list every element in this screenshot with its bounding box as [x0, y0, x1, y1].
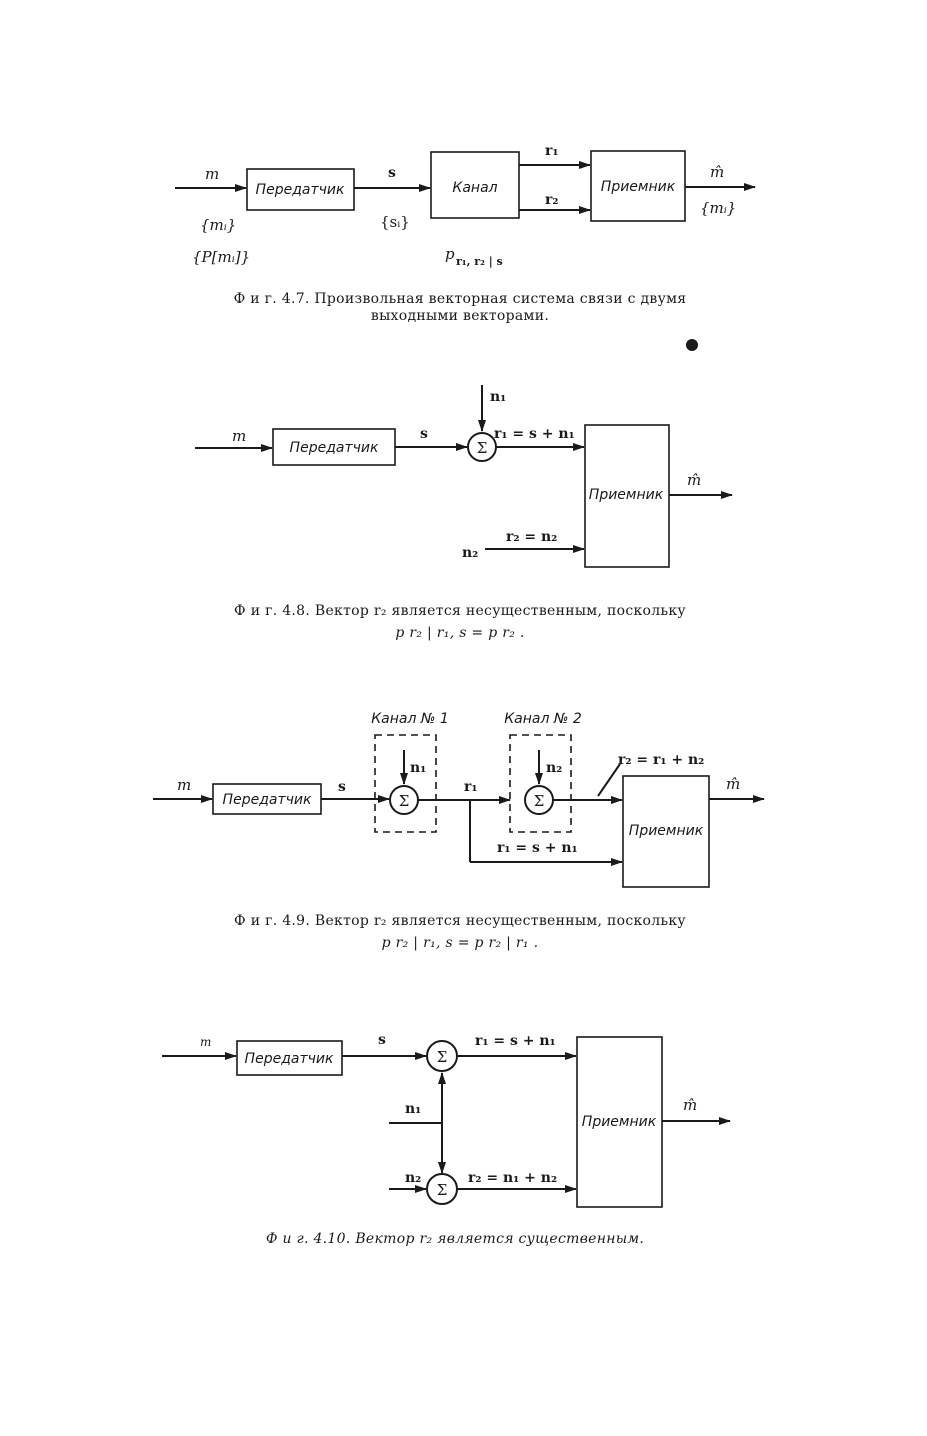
receiver-label: Приемник [629, 823, 704, 839]
channel-label: Канал [452, 180, 497, 196]
label-m: m [177, 776, 191, 794]
caption-4-8-line2: p r₂ | r₁, s = p r₂ . [395, 625, 524, 641]
caption-4-8: Ф и г. 4.8. Вектор r₂ является несуществ… [234, 603, 686, 619]
label-m: m [232, 427, 246, 445]
label-mi-set: {mᵢ} [200, 216, 236, 234]
label-r2-eq: r₂ = n₁ + n₂ [468, 1170, 557, 1186]
label-si-set: {sᵢ} [380, 213, 410, 231]
label-mhat: m̂ [687, 471, 701, 489]
label-n1: n₁ [410, 760, 426, 776]
label-n1: n₁ [490, 389, 506, 405]
figure-4-8: m Передатчик s Σ n₁ r₁ = s + n₁ Приемник… [195, 385, 733, 641]
label-r2: r₂ [545, 192, 559, 208]
caption-4-9: Ф и г. 4.9. Вектор r₂ является несуществ… [234, 913, 686, 929]
label-n2: n₂ [462, 545, 478, 561]
caption-4-9-line2: p r₂ | r₁, s = p r₂ | r₁ . [382, 935, 539, 951]
figure-4-9: Канал № 1 Канал № 2 m Передатчик s Σ n₁ … [153, 711, 765, 951]
label-p-cond: p [445, 245, 455, 263]
label-mi-out: {mᵢ} [700, 199, 736, 217]
label-pmi-set: {P[mᵢ]} [192, 248, 250, 266]
label-m: m [200, 1035, 211, 1049]
label-r1-eq: r₁ = s + n₁ [497, 840, 578, 856]
label-s: s [388, 165, 396, 181]
label-mhat: m̂ [726, 775, 740, 793]
caption-4-10: Ф и г. 4.10. Вектор r₂ является существе… [266, 1231, 644, 1247]
transmitter-label: Передатчик [256, 182, 345, 198]
receiver-box [622, 775, 710, 888]
transmitter-box [246, 168, 355, 211]
r2-leader-line [597, 763, 621, 797]
channel-box [430, 151, 520, 219]
label-n2: n₂ [546, 760, 562, 776]
label-s: s [420, 426, 428, 442]
label-mhat: m̂ [710, 163, 724, 181]
figure-4-7: m Передатчик s Канал r₁ r₂ Приемник m̂ {… [175, 143, 756, 324]
summer-1-sigma: Σ [437, 1048, 448, 1066]
transmitter-box [236, 1040, 343, 1076]
label-r2-eq: r₂ = n₂ [506, 529, 557, 545]
caption-4-7-line2: выходными векторами. [371, 308, 549, 324]
label-n2: n₂ [405, 1170, 421, 1186]
channel-1-label: Канал № 1 [371, 711, 449, 727]
label-mhat: m̂ [683, 1096, 697, 1114]
ink-dot [686, 339, 698, 351]
caption-4-7: Ф и г. 4.7. Произвольная векторная систе… [234, 291, 687, 307]
transmitter-label: Передатчик [245, 1051, 334, 1067]
label-r1-eq: r₁ = s + n₁ [494, 426, 575, 442]
label-r2-eq: r₂ = r₁ + n₂ [618, 752, 704, 768]
channel-2-label: Канал № 2 [504, 711, 582, 727]
summer-2-sigma: Σ [534, 792, 545, 810]
label-n1: n₁ [405, 1101, 421, 1117]
summer-sigma: Σ [477, 439, 488, 457]
receiver-label: Приемник [601, 179, 676, 195]
summer-2-sigma: Σ [437, 1181, 448, 1199]
receiver-label: Приемник [589, 487, 664, 503]
transmitter-label: Передатчик [223, 792, 312, 808]
label-s: s [338, 779, 346, 795]
channel-2-dashed-box [509, 734, 572, 833]
receiver-label: Приемник [582, 1114, 657, 1130]
label-p-cond-sub: r₁, r₂ | s [456, 255, 503, 268]
label-r1: r₁ [545, 143, 559, 159]
label-s: s [378, 1032, 386, 1048]
label-r1: r₁ [464, 779, 478, 795]
figure-4-10: m Передатчик s Σ r₁ = s + n₁ n₁ Σ n₂ r₂ … [162, 1032, 731, 1247]
label-r1-eq: r₁ = s + n₁ [475, 1033, 556, 1049]
channel-1-dashed-box [374, 734, 437, 833]
label-m: m [205, 165, 219, 183]
summer-1-sigma: Σ [399, 792, 410, 810]
transmitter-label: Передатчик [290, 440, 379, 456]
